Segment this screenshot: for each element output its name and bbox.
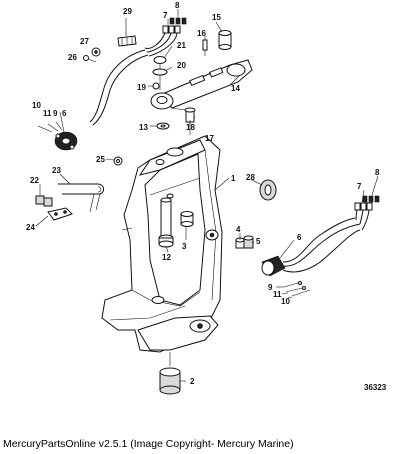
connector-top xyxy=(144,17,187,57)
callout-10: 10 xyxy=(32,101,41,110)
callout-22: 22 xyxy=(30,176,39,185)
leader-lines xyxy=(35,9,379,382)
bottom-bushing xyxy=(159,352,181,395)
callout-11-right: 11 xyxy=(273,290,282,299)
callout-6-right: 6 xyxy=(297,233,302,242)
grommet-28 xyxy=(259,179,277,201)
screw-26 xyxy=(83,55,97,63)
sender-cable-top xyxy=(89,49,149,126)
connector-right xyxy=(354,195,380,231)
drawing-number: 36323 xyxy=(364,383,387,392)
bushing xyxy=(180,211,194,227)
bolt-17 xyxy=(184,107,196,135)
callout-27: 27 xyxy=(80,37,89,46)
callout-8-right: 8 xyxy=(375,168,380,177)
u-bolt xyxy=(58,183,105,213)
washer-13 xyxy=(156,122,170,130)
bushing-5 xyxy=(243,235,254,249)
callout-13: 13 xyxy=(139,123,148,132)
callout-20: 20 xyxy=(177,61,186,70)
screw-19 xyxy=(152,82,160,90)
exploded-parts-diagram: 29 8 7 15 16 27 21 26 20 19 14 10 11 9 6… xyxy=(26,1,387,395)
callout-26: 26 xyxy=(68,53,77,62)
callout-10-right: 10 xyxy=(281,297,290,306)
callout-28: 28 xyxy=(246,173,255,182)
callout-2: 2 xyxy=(190,377,195,386)
callout-5: 5 xyxy=(256,237,261,246)
trim-sender-lower xyxy=(261,217,361,277)
nut-22 xyxy=(35,195,53,207)
callout-labels: 29 8 7 15 16 27 21 26 20 19 14 10 11 9 6… xyxy=(26,1,387,392)
callout-12: 12 xyxy=(162,253,171,262)
callout-7-right: 7 xyxy=(357,182,362,191)
callout-18: 18 xyxy=(186,123,195,132)
screw-27 xyxy=(91,47,101,57)
callout-1: 1 xyxy=(231,174,236,183)
callout-11: 11 xyxy=(43,109,52,118)
plate-24 xyxy=(47,207,73,221)
callout-29: 29 xyxy=(123,7,132,16)
callout-9: 9 xyxy=(53,109,58,118)
callout-21: 21 xyxy=(177,41,186,50)
callout-7: 7 xyxy=(163,11,168,20)
callout-16: 16 xyxy=(197,29,206,38)
clip-29 xyxy=(117,35,137,47)
nut-25 xyxy=(113,156,123,166)
pivot-pin xyxy=(158,197,174,248)
callout-9-right: 9 xyxy=(268,283,273,292)
callout-6: 6 xyxy=(62,109,67,118)
callout-19: 19 xyxy=(137,83,146,92)
callout-23: 23 xyxy=(52,166,61,175)
lever-washer xyxy=(152,56,168,90)
bushing-15 xyxy=(218,30,232,50)
screws-lower xyxy=(283,281,311,297)
callout-24: 24 xyxy=(26,223,35,232)
steering-lever xyxy=(150,59,253,121)
callout-15: 15 xyxy=(212,13,221,22)
pin-16 xyxy=(202,39,208,56)
trim-sender-upper xyxy=(37,121,78,151)
callout-17: 17 xyxy=(205,134,214,143)
callout-14: 14 xyxy=(231,84,240,93)
callout-4: 4 xyxy=(236,225,241,234)
callout-8: 8 xyxy=(175,1,180,10)
image-caption: MercuryPartsOnline v2.5.1 (Image Copyrig… xyxy=(3,438,294,450)
callout-25: 25 xyxy=(96,155,105,164)
callout-3: 3 xyxy=(182,242,187,251)
